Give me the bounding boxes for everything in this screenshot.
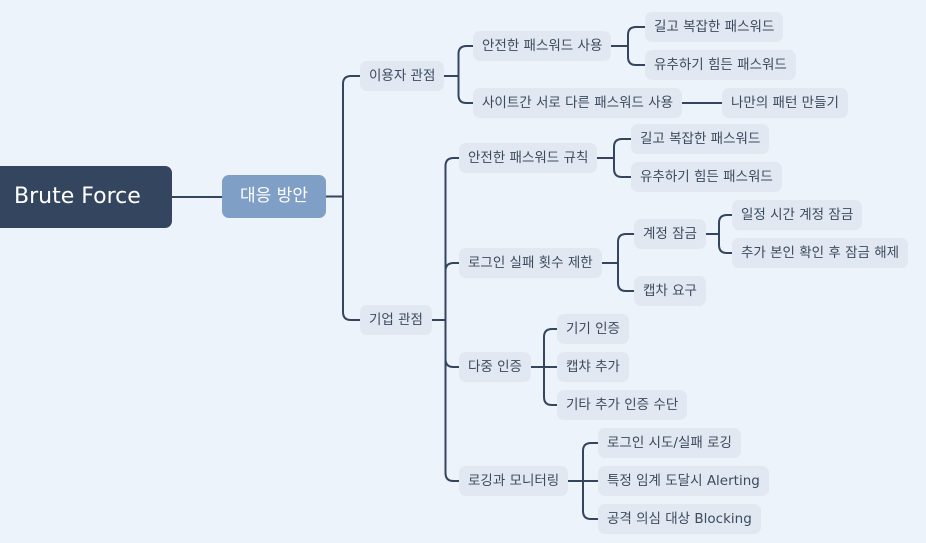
leaf-node[interactable]: 나만의 패턴 만들기: [722, 88, 848, 118]
root-topic[interactable]: Brute Force: [0, 166, 172, 228]
different-password-node[interactable]: 사이트간 서로 다른 패스워드 사용: [473, 88, 683, 118]
connector-line: [611, 45, 645, 66]
leaf-node[interactable]: 공격 의심 대상 Blocking: [598, 504, 761, 534]
connector-line: [326, 195, 360, 321]
connector-line: [531, 366, 557, 406]
leaf-node[interactable]: 일정 시간 계정 잠금: [732, 200, 863, 230]
leaf-node[interactable]: 추가 본인 확인 후 잠금 해제: [732, 238, 909, 268]
connector-line: [597, 138, 631, 159]
connector-line: [444, 75, 473, 104]
connector-line: [326, 75, 360, 198]
connector-line: [706, 214, 732, 235]
leaf-node[interactable]: 로그인 시도/실패 로깅: [598, 428, 741, 458]
connector-line: [432, 157, 459, 321]
connector-line: [602, 262, 634, 292]
leaf-node[interactable]: 특정 임계 도달시 Alerting: [598, 466, 769, 496]
connector-line: [432, 319, 459, 482]
leaf-node[interactable]: 유추하기 힘든 패스워드: [645, 50, 796, 80]
mfa-node[interactable]: 다중 인증: [459, 352, 531, 382]
connector-line: [568, 480, 598, 520]
leaf-node[interactable]: 기기 인증: [557, 314, 629, 344]
corp-perspective-node[interactable]: 기업 관점: [360, 305, 432, 335]
account-lock-node[interactable]: 계정 잠금: [634, 219, 706, 249]
leaf-node[interactable]: 길고 복잡한 패스워드: [631, 124, 770, 154]
connector-line: [706, 233, 732, 254]
connector-line: [568, 442, 598, 482]
connector-line: [531, 328, 557, 368]
leaf-node[interactable]: 길고 복잡한 패스워드: [645, 12, 784, 42]
connector-line: [611, 26, 645, 47]
connector-line: [432, 262, 459, 321]
connector-line: [597, 157, 631, 178]
captcha-node[interactable]: 캡차 요구: [634, 276, 706, 306]
leaf-node[interactable]: 캡챠 추가: [557, 352, 629, 382]
password-rules-node[interactable]: 안전한 패스워드 규칙: [459, 143, 598, 173]
safe-password-node[interactable]: 안전한 패스워드 사용: [473, 31, 612, 61]
user-perspective-node[interactable]: 이용자 관점: [360, 61, 445, 91]
main-topic[interactable]: 대응 방안: [222, 175, 326, 218]
connector-line: [602, 233, 634, 264]
connector-line: [444, 45, 473, 77]
leaf-node[interactable]: 유추하기 힘든 패스워드: [631, 162, 782, 192]
login-limit-node[interactable]: 로그인 실패 횟수 제한: [459, 248, 602, 278]
logging-node[interactable]: 로깅과 모니터링: [459, 466, 569, 496]
leaf-node[interactable]: 기타 추가 인증 수단: [557, 390, 688, 420]
